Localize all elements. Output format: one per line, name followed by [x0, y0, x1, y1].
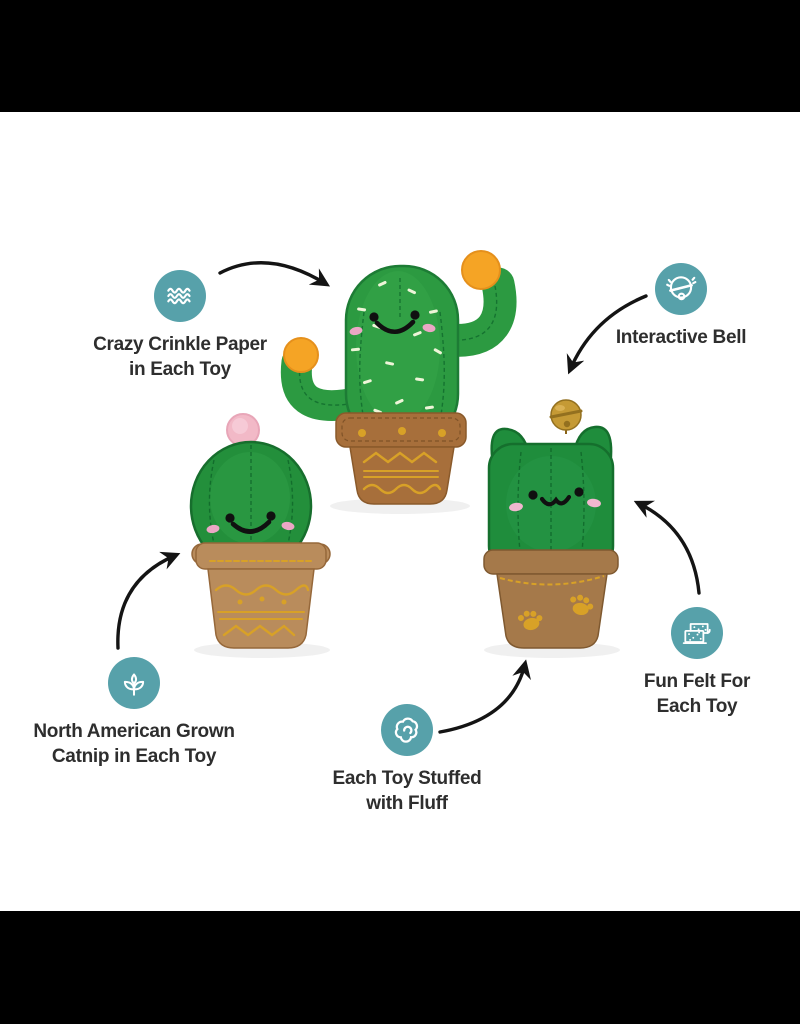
- paw-print: [570, 594, 594, 616]
- callout-fluff-stuffing: Each Toy Stuffed with Fluff: [297, 704, 517, 816]
- callout-label-line: Each Toy: [656, 696, 738, 717]
- catnip-sprout-icon: [108, 657, 160, 709]
- callout-label-line: with Fluff: [366, 793, 448, 814]
- callout-label-line: North American Grown: [33, 721, 235, 742]
- callout-crinkle-paper: Crazy Crinkle Paper in Each Toy: [60, 270, 300, 382]
- arrow-catnip-to-barrel-cactus: [116, 551, 181, 650]
- callout-label-line: Each Toy Stuffed: [332, 768, 482, 789]
- callout-label-line: Fun Felt For: [643, 671, 751, 692]
- saguaro-cactus-toy: [280, 250, 517, 505]
- sprinkle-stitches: [350, 280, 442, 414]
- cat-cactus-toy: [483, 399, 619, 649]
- callout-label-line: Interactive Bell: [615, 327, 747, 348]
- bell-icon: [655, 263, 707, 315]
- callout-label-line: Catnip in Each Toy: [51, 746, 217, 767]
- cat-face: [509, 487, 601, 512]
- embroidered-pot: [191, 542, 331, 649]
- callout-catnip: North American Grown Catnip in Each Toy: [14, 657, 254, 769]
- orange-pompom: [283, 337, 319, 373]
- paw-print-pot: [483, 549, 619, 649]
- callout-fun-felt: Fun Felt For Each Toy: [607, 607, 787, 719]
- arrow-felt-to-cat-cactus: [633, 500, 701, 595]
- callout-label-line: Crazy Crinkle Paper: [93, 334, 267, 355]
- arrow-crinkle-to-saguaro: [218, 261, 331, 287]
- smiley-face: [349, 310, 436, 336]
- fluff-cloud-icon: [381, 704, 433, 756]
- cactus-toys-illustration: [116, 250, 701, 734]
- smiley-face: [206, 511, 295, 534]
- arrow-bell-to-cat-cactus: [566, 294, 648, 375]
- callout-label-line: in Each Toy: [129, 359, 231, 380]
- crinkle-waves-icon: [154, 270, 206, 322]
- embroidered-pot: [335, 412, 467, 505]
- barrel-cactus-toy: [189, 413, 331, 649]
- arrow-fluff-to-pot: [438, 659, 531, 734]
- gold-bell: [549, 399, 583, 434]
- orange-pompom: [461, 250, 501, 290]
- felt-sheets-icon: [671, 607, 723, 659]
- product-infographic: Crazy Crinkle Paper in Each Toy Interact…: [0, 112, 800, 911]
- paw-print: [517, 610, 543, 631]
- callout-interactive-bell: Interactive Bell: [581, 263, 781, 350]
